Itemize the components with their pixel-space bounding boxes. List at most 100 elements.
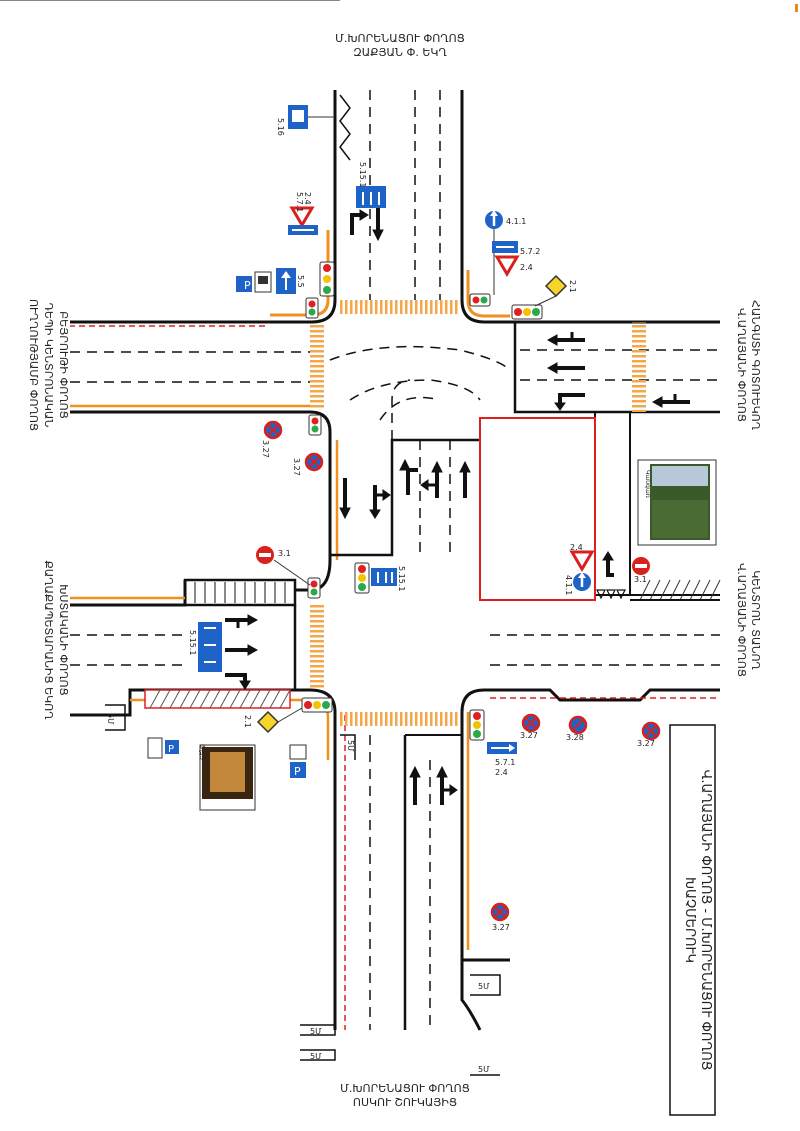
arrow-left-icon	[602, 551, 614, 577]
arrow-left-icon	[546, 362, 585, 374]
street-left-upper-2: ԴԵՊԻ ԿԵՆՏՐՈՆԱԿԱՆ	[42, 303, 55, 428]
sign-code: 2.4	[495, 768, 508, 777]
title-box	[669, 724, 716, 1116]
photo-captions: Կանգառ Շենք	[199, 470, 651, 760]
one-way-sign	[487, 742, 517, 754]
arrow-straight-icon	[339, 478, 351, 520]
parking-letter: P	[168, 744, 174, 755]
lane-direction-sign	[198, 622, 222, 672]
lane-direction-sign	[492, 241, 518, 253]
arrow-straight-icon	[409, 765, 421, 805]
street-top-1: Մ.ԽՈՐԵՆԱՑՈՒ ՓՈՂՈՑ	[335, 32, 465, 45]
road-edge-west-lower-top	[70, 410, 332, 592]
curb-ne	[466, 270, 510, 318]
sign-code: 2.4	[570, 543, 583, 552]
sign-code-labels: 5.16 5.15.1 5.7.1 2.4 5.5 4.1.1 5.7.2 2.…	[188, 118, 655, 932]
no-entry-icon	[632, 557, 650, 575]
bus-stop-sign	[288, 105, 335, 129]
bus-stop-label: 5Մ	[310, 1027, 322, 1036]
sign-code: 5.7.1	[495, 758, 515, 767]
photo-caption: Կանգառ	[644, 470, 651, 498]
photo-left	[199, 744, 256, 811]
sign-code: 5.5	[296, 275, 305, 288]
parking-letter: P	[294, 765, 301, 778]
sign-code: 5.15.1	[188, 630, 197, 655]
traffic-light-icon	[301, 697, 333, 713]
priority-road-icon	[534, 274, 568, 307]
sign-code: 3.27	[292, 458, 301, 476]
hatch-right	[639, 579, 721, 601]
sign-code: 3.27	[261, 440, 270, 458]
lane-direction-sign	[356, 186, 386, 208]
lane-arrows	[0, 0, 690, 805]
no-entry-icon	[256, 546, 311, 586]
traffic-light-icon	[354, 562, 370, 594]
sign-code: 3.1	[634, 575, 647, 584]
sign-code: 5.15.1	[358, 162, 367, 187]
sign-code: 5.7.2	[520, 247, 540, 256]
yield-icon	[494, 255, 520, 277]
street-labels: Մ.ԽՈՐԵՆԱՑՈՒ ՓՈՂՈՑ ԶԱՔՅԱՆ Փ. ԵԿՂ Մ.ԽՈՐԵՆԱ…	[27, 32, 762, 1109]
yield-markings	[596, 589, 626, 600]
no-stopping-icon	[490, 902, 510, 922]
photo-right	[637, 459, 717, 546]
arrow-left-icon	[554, 393, 585, 411]
street-left-upper-3: ՈՒՂՂՈՒԹՅԱՄԲ ՓՈՂՈՑ	[27, 299, 40, 431]
traffic-light-icon	[305, 297, 319, 319]
photo-caption: Շենք	[199, 744, 206, 760]
sign-code: 3.27	[520, 731, 538, 740]
sign-code: 5.15.1	[397, 566, 406, 591]
sign-code: 3.1	[278, 549, 291, 558]
straight-only-icon	[573, 572, 591, 591]
sign-code: 5.16	[276, 118, 285, 136]
sign-code: 4.1.1	[506, 217, 526, 226]
yield-icon	[288, 206, 318, 235]
street-right-lower-1: Վ.ԱՂԱՅԱՆԻ ՓՈՂՈՑ	[735, 563, 748, 677]
road-edge-nw	[70, 90, 337, 324]
median-island	[328, 432, 480, 557]
street-bottom-1: Մ.ԽՈՐԵՆԱՑՈՒ ՓՈՂՈՑ	[340, 1082, 470, 1095]
title-line-2: Վ.ԱՂԱՅԱՆԻ ՓՈՂՈՑ - Մ.ԽՈՐԵՆԱՑՈՒ ՓՈՂՈՑ	[698, 770, 713, 1071]
traffic-light-icon	[511, 304, 543, 320]
crosswalks	[310, 300, 646, 726]
sign-code: 3.27	[637, 739, 655, 748]
traffic-light-icon	[307, 577, 321, 599]
arrow-left-icon	[0, 0, 391, 519]
sign-code: 2.4	[520, 263, 533, 272]
sign-code: 3.28	[566, 733, 584, 742]
arrow-straight-icon	[372, 205, 384, 242]
traffic-light-icon	[469, 293, 491, 307]
arrow-straight-icon	[420, 460, 443, 498]
sign-code: 4.1.1	[564, 575, 573, 595]
arrow-left-icon	[399, 458, 418, 495]
street-right-lower-2: ԿԵՆՏՐՈՆ ՏԱՆՈՂ	[749, 570, 762, 670]
parking-icon	[289, 744, 307, 778]
road-edge-east-upper	[513, 322, 720, 414]
no-stopping-icon	[641, 721, 661, 741]
street-left-upper-1: ԲԵՅՐՈՒԹԻ ՓՈՂՈՑ	[57, 311, 70, 419]
sign-code: 5.7.1	[295, 192, 304, 212]
no-parking-icon	[568, 715, 588, 735]
road-edge-sw	[70, 688, 337, 1030]
no-stopping-icon	[304, 452, 324, 472]
zigzag-marking	[339, 94, 351, 161]
arrow-straight-icon	[459, 460, 471, 498]
road-edge-se	[460, 688, 720, 962]
title-line-1: ԽԱՉՄԵՐՈՒԿ	[682, 877, 697, 963]
traffic-light-icon	[319, 261, 335, 297]
sign-code: 2.4	[303, 192, 312, 205]
street-left-lower-1: ԽՍՏԱԿԱՆԻ ՓՈՂՈՑ	[57, 584, 70, 695]
arrow-right-icon	[225, 614, 259, 628]
parking-icon	[147, 737, 179, 759]
sign-code: 3.27	[492, 923, 510, 932]
no-stopping-icon	[521, 713, 541, 733]
traffic-light-icon	[469, 709, 485, 741]
parking-icon	[236, 271, 272, 293]
street-bottom-2: ՈՍԿՈՒ ՇՈՒԿԱՅԻՑ	[353, 1096, 457, 1109]
no-stopping-icon	[263, 420, 283, 440]
arrow-left-icon	[350, 209, 369, 235]
lane-markings	[70, 90, 720, 1030]
bus-stop-label: 5Մ	[478, 982, 490, 991]
arrow-left-icon	[651, 394, 690, 408]
